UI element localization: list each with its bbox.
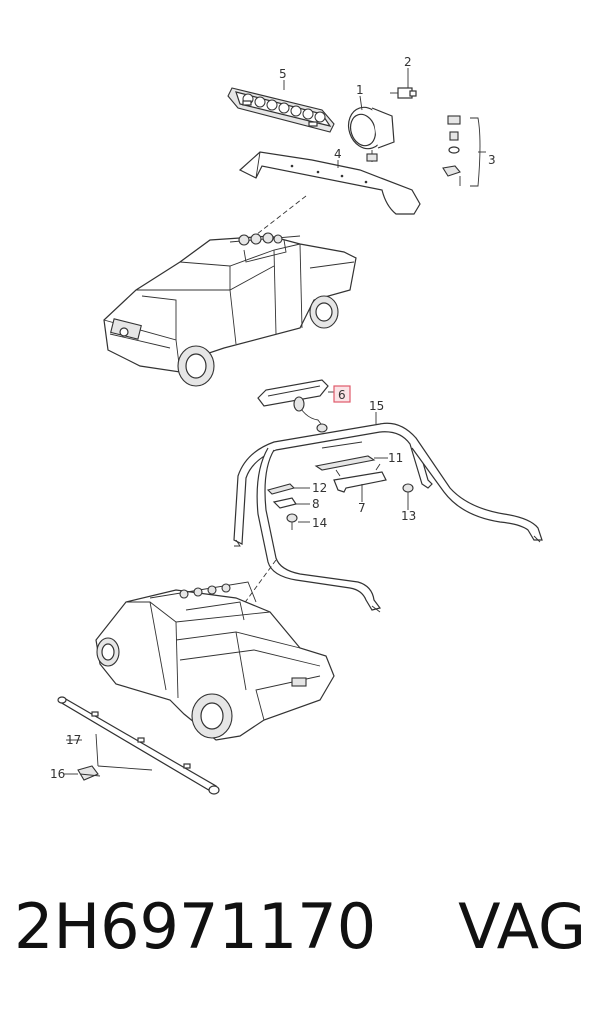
- brand-caption: VAG: [458, 890, 586, 963]
- callout-11: 11: [388, 451, 403, 465]
- exploded-parts-diagram: 5 1 2 3 4 6 15 11 12 8 14 7 13 17 16: [50, 55, 543, 795]
- tube-part-17: [57, 696, 220, 795]
- roll-bar-part-15: [233, 422, 543, 613]
- pickup-truck-rear-view: [95, 581, 335, 741]
- screw-part-14: [286, 513, 310, 530]
- callout-14: 14: [312, 516, 327, 530]
- clip-part-8: [272, 497, 310, 509]
- callout-5: 5: [279, 67, 287, 81]
- callout-4: 4: [334, 147, 342, 161]
- callout-6: 6: [338, 388, 346, 402]
- callout-2: 2: [404, 55, 412, 69]
- callout-3: 3: [488, 153, 496, 167]
- callout-16: 16: [50, 767, 65, 781]
- mounting-bracket-part-4: [238, 151, 421, 215]
- callout-8: 8: [312, 497, 320, 511]
- pickup-truck-front-view: [103, 232, 357, 387]
- callout-7: 7: [358, 501, 366, 515]
- brake-light-part-6: [257, 379, 334, 433]
- light-bar-part-5: [227, 87, 335, 133]
- round-lamp-part-1: [347, 106, 395, 162]
- callout-13: 13: [401, 509, 416, 523]
- cover-part-12: [266, 483, 310, 495]
- trim-strip-part-11: [314, 441, 388, 471]
- callout-leaders: [64, 68, 409, 775]
- callout-17: 17: [66, 733, 81, 747]
- callout-6-highlight-box: [333, 385, 351, 403]
- callout-1: 1: [356, 83, 364, 97]
- leader-rollbar-to-truck: [237, 559, 277, 613]
- callout-12: 12: [312, 481, 327, 495]
- fastener-set-part-3: [442, 115, 486, 187]
- callout-15: 15: [369, 399, 384, 413]
- bracket-part-7: [333, 463, 387, 500]
- clip-part-16: [77, 765, 101, 781]
- connector-part-2: [390, 87, 417, 99]
- part-number-caption: 2H6971170: [14, 890, 377, 963]
- bolt-part-13: [402, 483, 414, 506]
- leader-bracket-to-truck: [251, 195, 307, 239]
